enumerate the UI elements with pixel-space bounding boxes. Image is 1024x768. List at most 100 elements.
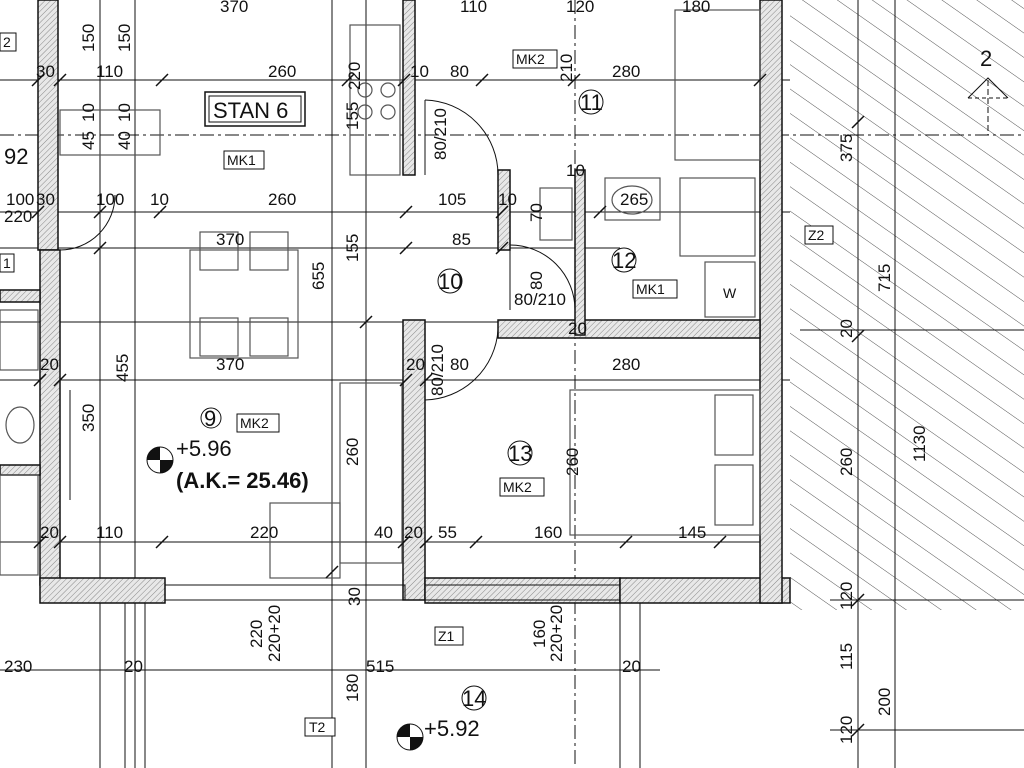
walls [0,0,791,604]
dim-r2-2: 100 [96,190,124,209]
tag-room13: MK2 [503,479,532,495]
dim-v-mid-2: 260 [343,438,362,466]
tag-living-mk1: MK1 [227,152,256,168]
dim-r5-3: 40 [374,523,393,542]
room-numbers: 9 10 11 12 13 14 [200,89,637,711]
dim-r3-4: 80 [527,271,546,290]
dim-r1-5: 80 [450,62,469,81]
dim-v-mid-0: 655 [309,262,328,290]
tag-z1: Z1 [438,628,455,644]
tag-room11: MK2 [516,51,545,67]
dim-v-left-4: 10 [79,103,98,122]
dim-r3-0: 220 [4,207,32,226]
room-13-number: 13 [508,441,532,466]
furniture [0,9,761,579]
dimension-ticks [31,73,865,737]
dim-v-right-4: 260 [837,448,856,476]
dim-r2-6: 10 [498,190,517,209]
dim-h-top-3: 180 [682,0,710,16]
dim-v-mid-4: 30 [345,587,364,606]
dim-r3-3: 155 [343,234,362,262]
room9-absolute-elevation: (A.K.= 25.46) [176,468,309,493]
dim-v-right-1: 715 [875,264,894,292]
dim-r1-1: 110 [96,62,123,81]
balcony [124,584,641,768]
dim-v-left-8: 20 [40,355,59,374]
dim-r2-0: 100 [6,190,34,209]
dim-v-left-5: 10 [115,103,134,122]
tag-z2: Z2 [808,227,825,243]
section-marker-label: 2 [980,46,992,71]
dim-v-mid-1: 155 [343,102,362,130]
doors [59,99,576,500]
dim-h-top-2: 120 [566,0,594,16]
room-11-number: 11 [580,90,603,115]
dim-v-left-7: 350 [79,404,98,432]
dim-misc-92: 92 [4,144,28,169]
material-tags: MK1 MK2 MK2 MK1 MK2 T2 Z2 Z1 2 1 W [0,32,834,737]
dim-v-mid-8: 160 [530,620,549,648]
room14-elevation: +5.92 [424,716,480,741]
apartment-title: STAN 6 [213,98,288,123]
dim-r2-8: 265 [620,190,648,209]
dim-v-right-2: 1130 [910,425,929,462]
dimension-labels: 370 110 120 180 30 110 260 220 10 80 210… [4,0,929,744]
tag-left-2: 2 [3,34,11,50]
room-9-number: 9 [204,406,216,431]
dim-r2-1: 30 [36,190,55,209]
dim-r4-0: 370 [216,355,244,374]
dim-r5-2: 220 [250,523,278,542]
dim-v-mid-9: 220+20 [547,605,566,662]
dim-h-top-1: 110 [460,0,487,16]
dim-v-left-3: 40 [115,131,134,150]
dim-v-left-0: 150 [79,24,98,52]
dim-bot-2: 515 [366,657,394,676]
dim-r2-5: 105 [438,190,466,209]
door-label-3: 80/210 [428,344,447,396]
dim-v-mid-3: 260 [563,448,582,476]
tag-left-1: 1 [3,255,11,271]
door-label-2: 80/210 [514,290,566,309]
dim-v-mid-7: 180 [343,674,362,702]
dim-r1-4: 10 [410,62,429,81]
tag-appliance: W [723,285,737,301]
room-10-number: 10 [438,269,462,294]
dim-r5-5: 55 [438,523,457,542]
dim-v-mid-6: 220+20 [265,605,284,662]
dim-r3-1: 370 [216,230,244,249]
dim-v-right-8: 120 [837,716,856,744]
room9-elevation: +5.96 [176,436,232,461]
room-14-number: 14 [462,686,486,711]
dim-misc-10: 10 [566,161,585,180]
tag-room12: MK1 [636,281,665,297]
dim-bot-1: 20 [124,657,143,676]
dim-r1-6: 210 [557,54,576,82]
dim-r1-3: 220 [345,62,364,90]
dim-r5-1: 110 [96,523,123,542]
tag-room9: MK2 [240,415,269,431]
room-12-number: 12 [612,248,636,273]
dim-v-right-6: 115 [837,643,856,670]
dim-r1-2: 260 [268,62,296,81]
dim-v-right-7: 200 [875,688,894,716]
dim-bot-0: 230 [4,657,32,676]
dim-r2-4: 260 [268,190,296,209]
dim-h-top-0: 370 [220,0,248,16]
dim-v-right-3: 20 [837,319,856,338]
exterior-hatch-area [790,0,1024,610]
dim-v-left-6: 455 [113,354,132,382]
dim-r1-7: 280 [612,62,640,81]
section-marker: 2 [967,46,1009,135]
dim-r2-3: 10 [150,190,169,209]
dim-r5-6: 160 [534,523,562,542]
dim-r4-3: 280 [612,355,640,374]
dim-r4-2: 80 [450,355,469,374]
dim-bot-3: 20 [622,657,641,676]
dim-r3-2: 85 [452,230,471,249]
dim-r2-7: 70 [527,203,546,222]
dim-v-left-1: 150 [115,24,134,52]
door-label-1: 80/210 [431,108,450,160]
dim-r4-1: 20 [406,355,425,374]
